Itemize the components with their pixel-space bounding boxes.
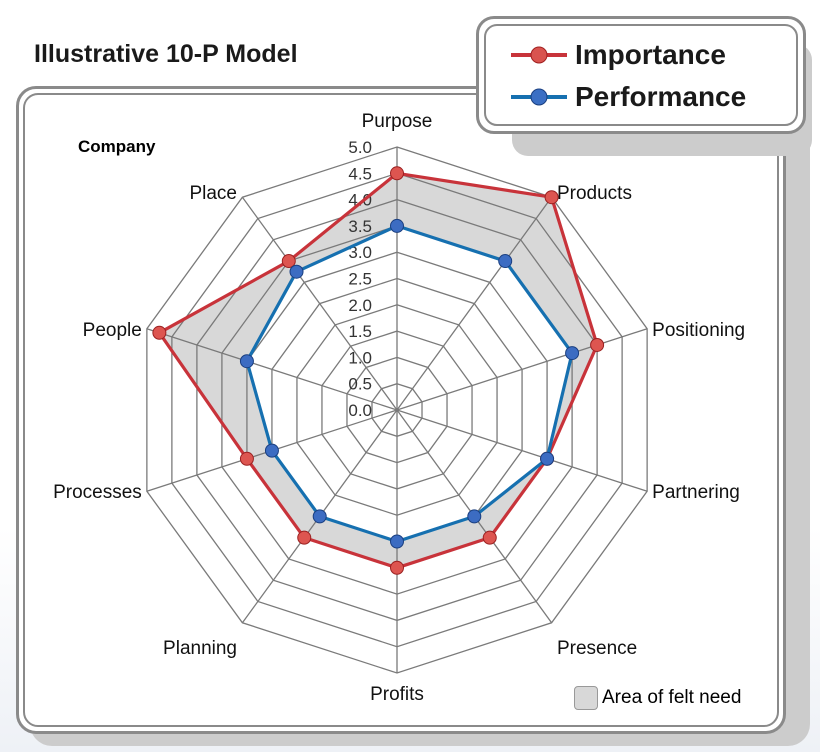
importance-point (390, 166, 404, 181)
r-tick-label: 3.0 (348, 243, 372, 262)
performance-point (565, 346, 580, 361)
axis-label-place: Place (189, 183, 237, 204)
grid-spoke (396, 196, 553, 411)
axis-label-planning: Planning (163, 638, 237, 659)
felt-need-label: Area of felt need (602, 687, 742, 708)
r-tick-label: 2.0 (348, 296, 372, 315)
axis-label-processes: Processes (53, 482, 142, 503)
r-tick-label: 2.5 (348, 270, 372, 289)
grid-spoke (146, 328, 398, 411)
importance-point (590, 337, 605, 352)
r-tick-label: 4.0 (348, 191, 372, 210)
axis-label-people: People (83, 320, 142, 341)
importance-point (297, 530, 312, 545)
performance-point (312, 509, 327, 524)
performance-point (239, 354, 254, 369)
performance-point (540, 451, 555, 466)
axis-label-presence: Presence (557, 638, 637, 659)
legend-label-performance: Performance (575, 81, 747, 112)
performance-point (498, 254, 513, 269)
performance-point (390, 534, 404, 549)
r-tick-label: 3.5 (348, 217, 372, 236)
importance-point (482, 530, 497, 545)
grid-spoke (241, 196, 398, 411)
axis-label-positioning: Positioning (652, 320, 745, 341)
performance-marker-icon (511, 88, 567, 106)
r-tick-label: 5.0 (348, 138, 372, 157)
felt-need-swatch (574, 686, 598, 710)
r-tick-label: 0.5 (348, 375, 372, 394)
felt-need-legend: Area of felt need (574, 686, 741, 710)
importance-point (239, 451, 254, 466)
performance-point (390, 218, 404, 233)
importance-point (390, 560, 404, 575)
importance-marker-icon (511, 46, 567, 64)
grid-spoke (396, 409, 648, 492)
r-tick-label: 1.0 (348, 348, 372, 367)
axis-label-purpose: Purpose (362, 111, 433, 132)
axis-label-partnering: Partnering (652, 482, 740, 503)
importance-point (281, 254, 296, 269)
chart-panel (16, 86, 786, 734)
axis-label-products: Products (557, 183, 632, 204)
importance-point (152, 325, 167, 340)
company-label: Company (78, 137, 156, 156)
legend: Importance Performance (476, 16, 806, 134)
performance-point (289, 264, 304, 279)
r-tick-label: 1.5 (348, 322, 372, 341)
r-tick-label: 4.5 (348, 164, 372, 183)
r-tick-label: 0.0 (348, 401, 372, 420)
performance-point (467, 509, 482, 524)
grid-spoke (396, 328, 648, 411)
importance-point (544, 190, 559, 205)
legend-label-importance: Importance (575, 39, 726, 70)
performance-point (264, 443, 279, 458)
legend-item-importance: Importance (509, 39, 726, 71)
legend-item-performance: Performance (509, 81, 746, 113)
axis-label-profits: Profits (370, 684, 424, 705)
chart-title: Illustrative 10-P Model (34, 40, 298, 68)
performance-inner-area (246, 225, 573, 542)
